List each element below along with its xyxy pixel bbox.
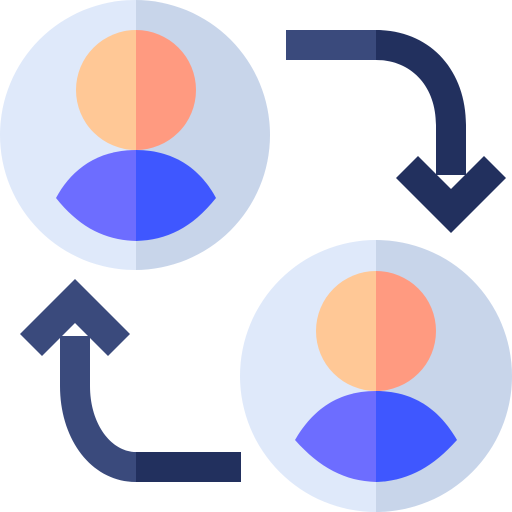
arrow-down-shaft-dark xyxy=(376,30,466,175)
user-avatar-top xyxy=(0,0,270,270)
avatar-top-body-shade xyxy=(136,150,216,241)
avatar-top-head-shade xyxy=(136,30,196,150)
avatar-bottom-body-light xyxy=(295,391,376,482)
user-avatar-bottom xyxy=(240,240,512,512)
curved-arrow-up-icon xyxy=(20,279,241,482)
avatar-top-head-light xyxy=(76,30,136,150)
arrow-down-shaft-light xyxy=(286,30,376,60)
arrow-down-head xyxy=(396,156,506,233)
arrow-up-shaft-dark xyxy=(136,452,241,482)
avatar-top-body-light xyxy=(56,150,136,241)
curved-arrow-down-icon xyxy=(286,30,506,233)
avatar-bottom-head-shade xyxy=(376,271,436,391)
arrow-up-head xyxy=(20,279,130,356)
arrow-up-shaft-light xyxy=(60,336,136,482)
avatar-bottom-head-light xyxy=(316,271,376,391)
avatar-bottom-body-shade xyxy=(376,391,457,482)
